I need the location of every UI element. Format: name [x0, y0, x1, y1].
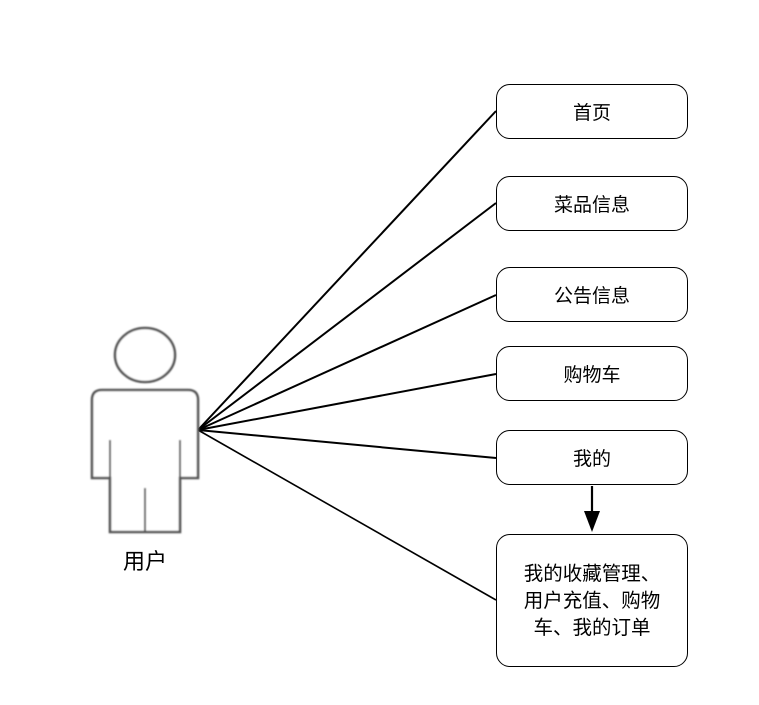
use-case-cart-label: 购物车 — [563, 364, 621, 386]
association-lines — [197, 110, 497, 601]
sub-use-case-line-1: 我的收藏管理、 — [523, 562, 661, 585]
association-line-notice-info — [197, 294, 497, 431]
use-case-notice-info[interactable]: 公告信息 — [496, 267, 688, 322]
actor-figure — [90, 326, 200, 534]
arrow-head-icon — [584, 511, 600, 532]
include-arrow — [584, 486, 600, 532]
use-case-cart[interactable]: 购物车 — [496, 346, 688, 401]
use-case-mine-details[interactable]: 我的收藏管理、 用户充值、购物 车、我的订单 — [496, 534, 688, 667]
sub-use-case-line-2: 用户充值、购物 — [523, 589, 661, 612]
use-case-home[interactable]: 首页 — [496, 84, 688, 139]
use-case-dish-info[interactable]: 菜品信息 — [496, 176, 688, 231]
association-line-dish-info — [197, 202, 497, 431]
association-line-cart — [197, 373, 497, 431]
use-case-mine-label: 我的 — [572, 448, 611, 470]
actor-head — [113, 326, 177, 384]
actor-body — [90, 388, 200, 534]
use-case-notice-info-label: 公告信息 — [553, 285, 630, 307]
use-case-home-label: 首页 — [572, 102, 611, 124]
association-line-mine — [197, 429, 497, 459]
sub-use-case-line-3: 车、我的订单 — [533, 616, 651, 639]
use-case-mine[interactable]: 我的 — [496, 430, 688, 485]
association-line-sub — [197, 429, 497, 601]
actor-label: 用户 — [122, 550, 167, 575]
association-line-home — [197, 110, 497, 431]
use-case-dish-info-label: 菜品信息 — [553, 194, 630, 216]
